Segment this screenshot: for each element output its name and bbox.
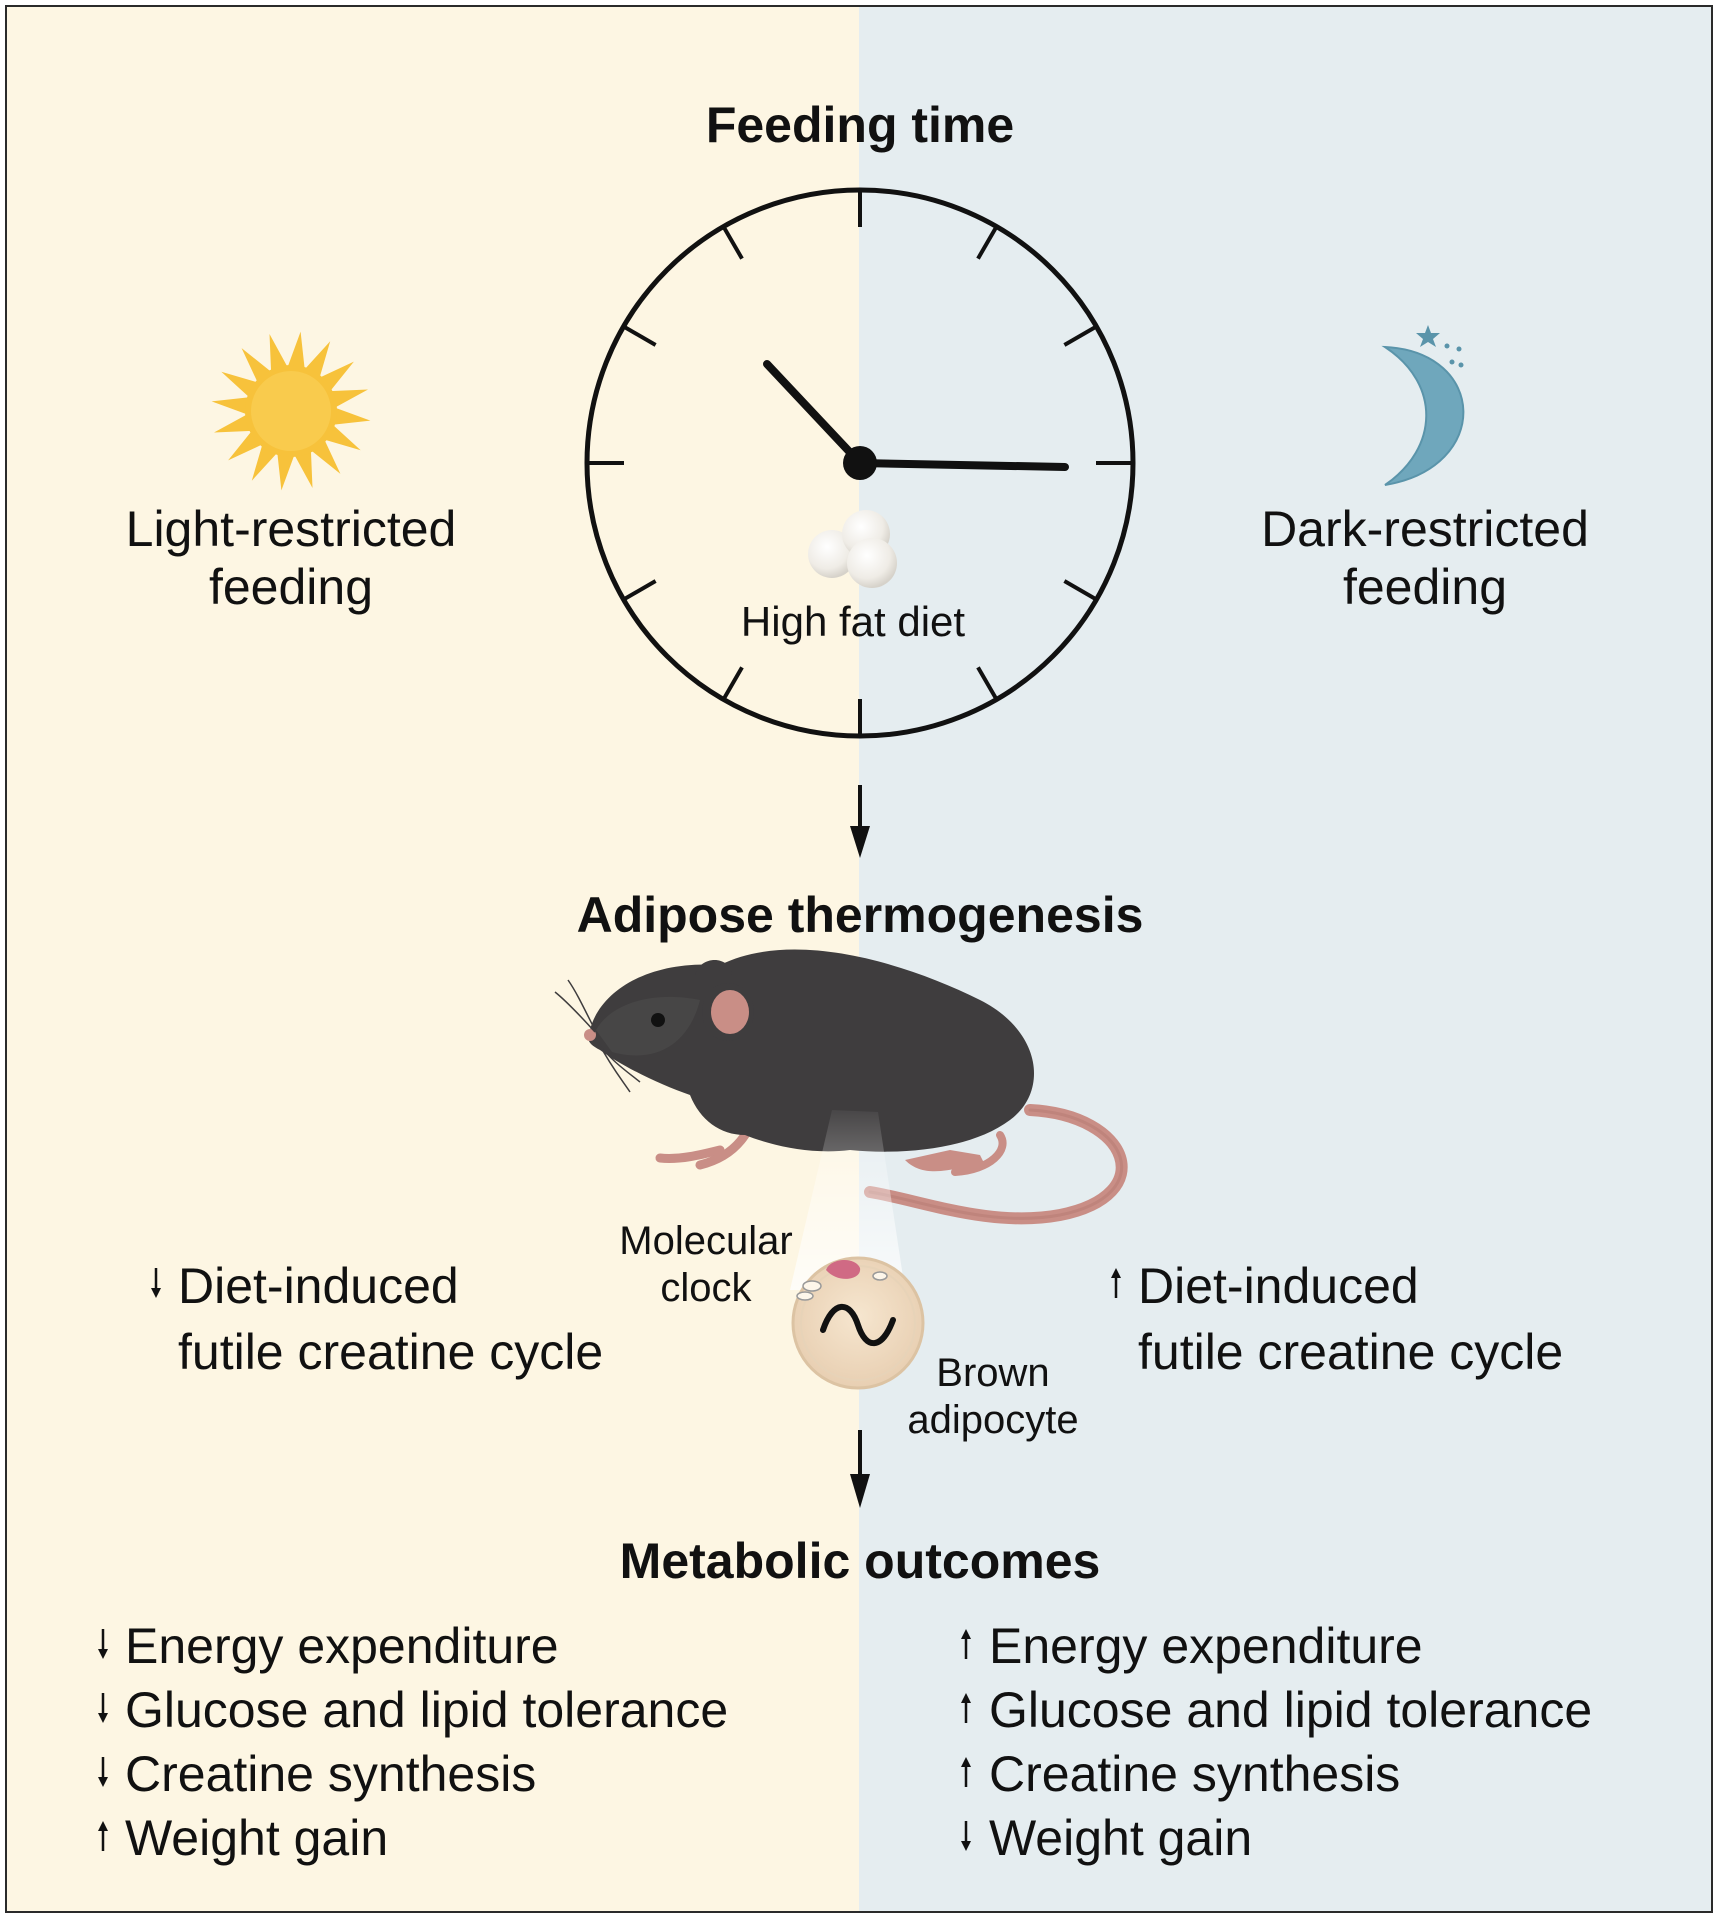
light-panel (6, 6, 859, 1912)
right-cycle-arrow-up-icon (1111, 1268, 1121, 1298)
brown-adipocyte-line1: Brown (936, 1351, 1049, 1395)
right-outcome-item: Weight gain (961, 1810, 1252, 1866)
left-outcome-arrow-down-icon (98, 1629, 108, 1659)
right-outcome-arrow-up-icon (961, 1757, 971, 1787)
left-outcome-arrow-down-icon (98, 1693, 108, 1723)
right-cycle: Diet-induced futile creatine cycle (1111, 1258, 1563, 1380)
right-outcome-label: Weight gain (989, 1810, 1252, 1866)
left-outcome-item: Weight gain (98, 1810, 388, 1866)
sun-icon (211, 331, 371, 491)
right-outcome-label: Energy expenditure (989, 1618, 1423, 1674)
molecular-clock-line2: clock (660, 1266, 752, 1310)
brown-adipocyte-line2: adipocyte (907, 1398, 1078, 1442)
left-cycle-arrow-down-icon (151, 1268, 161, 1298)
left-outcome-item: Energy expenditure (98, 1618, 559, 1674)
clock-tick (1063, 579, 1098, 602)
adipose-thermogenesis-title: Adipose thermogenesis (577, 887, 1144, 943)
dark-condition-line2: feeding (1343, 559, 1507, 615)
molecular-clock-line1: Molecular (619, 1219, 792, 1263)
left-outcome-label: Creatine synthesis (125, 1746, 536, 1802)
left-cycle: Diet-induced futile creatine cycle (151, 1258, 603, 1380)
magnification-beam (790, 1110, 905, 1290)
right-outcome-arrow-up-icon (961, 1629, 971, 1659)
clock-minute-hand (856, 459, 1069, 471)
left-outcome-label: Weight gain (125, 1810, 388, 1866)
clock-tick (622, 324, 657, 347)
clock-tick (721, 666, 744, 701)
right-cycle-line1: Diet-induced (1138, 1258, 1419, 1314)
left-cycle-arrow-down-icon (151, 1268, 161, 1298)
left-outcome-label: Energy expenditure (125, 1618, 559, 1674)
moon-icon (1381, 325, 1465, 486)
right-cycle-arrow-up-icon (1111, 1268, 1121, 1298)
food-pellets-icon (808, 510, 897, 588)
right-outcome-label: Creatine synthesis (989, 1746, 1400, 1802)
right-outcome-item: Energy expenditure (961, 1618, 1423, 1674)
sine-wave-icon (820, 1303, 896, 1347)
dark-condition-line1: Dark-restricted (1261, 501, 1589, 557)
left-outcome-item: Creatine synthesis (98, 1746, 536, 1802)
left-cycle-line2: futile creatine cycle (178, 1324, 603, 1380)
dark-panel (859, 6, 1712, 1912)
clock-tick (622, 579, 657, 602)
left-outcome-item: Glucose and lipid tolerance (98, 1682, 728, 1738)
right-outcome-item: Creatine synthesis (961, 1746, 1400, 1802)
figure-border (5, 5, 1713, 1913)
down-arrow-2 (850, 1430, 870, 1508)
right-outcome-label: Glucose and lipid tolerance (989, 1682, 1592, 1738)
clock-hour-hand (763, 360, 864, 467)
left-outcome-arrow-up-icon (98, 1821, 108, 1851)
down-arrow-1 (850, 785, 870, 858)
star-icon (1416, 325, 1440, 347)
clock-icon (584, 187, 1136, 739)
right-cycle-line2: futile creatine cycle (1138, 1324, 1563, 1380)
left-cycle-line1: Diet-induced (178, 1258, 459, 1314)
high-fat-diet-label: High fat diet (741, 598, 965, 645)
clock-tick (976, 666, 999, 701)
right-outcome-arrow-up-icon (961, 1693, 971, 1723)
light-condition-line1: Light-restricted (126, 501, 457, 557)
clock-tick (721, 225, 744, 260)
light-condition-line2: feeding (209, 559, 373, 615)
clock-tick (976, 225, 999, 260)
right-outcome-arrow-down-icon (961, 1821, 971, 1851)
brown-adipocyte-icon (791, 1256, 925, 1390)
left-outcome-label: Glucose and lipid tolerance (125, 1682, 728, 1738)
clock-tick (1063, 324, 1098, 347)
left-outcome-arrow-down-icon (98, 1757, 108, 1787)
right-outcome-item: Glucose and lipid tolerance (961, 1682, 1592, 1738)
mouse-illustration (554, 949, 1128, 1225)
feeding-time-title: Feeding time (706, 97, 1014, 153)
metabolic-outcomes-title: Metabolic outcomes (620, 1533, 1101, 1589)
